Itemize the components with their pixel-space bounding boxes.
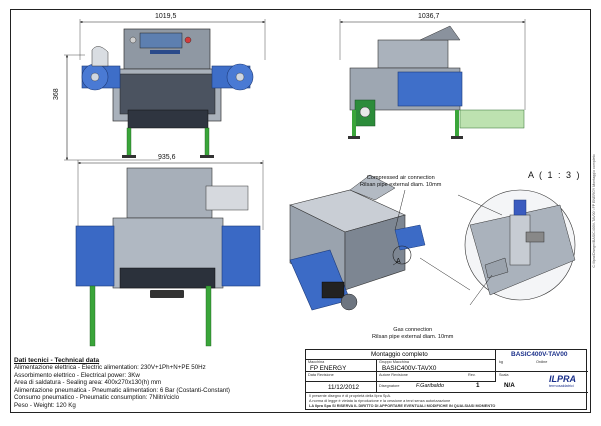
designer-value: F.Garibaldo bbox=[416, 383, 445, 389]
leg bbox=[204, 127, 210, 157]
detail-view-a bbox=[457, 189, 576, 306]
rev-value: 1 bbox=[476, 382, 480, 389]
machine-value: FP ENERGY bbox=[310, 365, 347, 372]
tech-line: Peso - Weight: 120 Kg bbox=[14, 401, 76, 409]
date-label: Data Revisione bbox=[308, 373, 334, 377]
dim-front-height: 368 bbox=[53, 88, 60, 100]
emergency-stop-icon bbox=[184, 36, 192, 44]
film-roll-side bbox=[397, 71, 463, 107]
top-view-upper bbox=[126, 167, 213, 219]
rev-label: Rev. bbox=[468, 373, 476, 377]
isometric-view bbox=[289, 174, 471, 311]
leader-compressed-air bbox=[394, 189, 406, 231]
leg bbox=[126, 127, 132, 157]
conveyor-extension bbox=[459, 109, 525, 129]
legal-line: LA Ilpra Spa SI RISERVA IL DIRITTO DI AP… bbox=[309, 404, 496, 408]
side-upper-body bbox=[377, 39, 449, 69]
drawing-frame bbox=[10, 9, 591, 413]
machine-label: Macchina bbox=[308, 360, 325, 364]
detail-label: A ( 1 : 3 ) bbox=[528, 170, 582, 180]
film-roll-top-left bbox=[75, 225, 115, 287]
note-compressed-air: Compressed air connection Rilsan pipe ex… bbox=[360, 175, 442, 188]
tech-line: Alimentazione pneumatica - Pneumatic ali… bbox=[14, 386, 230, 394]
tech-line: Consumo pneumatico - Pneumatic consumpti… bbox=[14, 394, 180, 402]
scale-value: N/A bbox=[504, 382, 515, 389]
film-roll-top-right bbox=[221, 225, 261, 287]
designer-label: Disegnatore bbox=[379, 384, 400, 388]
tech-line: Assorbimento elettrico - Electrical powe… bbox=[14, 371, 140, 379]
legal-line: Il presente disegno è di proprietà della… bbox=[309, 394, 392, 398]
dim-top-width: 935,6 bbox=[158, 154, 176, 161]
tech-data-title: Dati tecnici - Technical data bbox=[14, 357, 100, 364]
scale-label: Scala bbox=[499, 373, 509, 377]
front-view bbox=[64, 19, 266, 161]
group-value: BASIC400V-TAVX0 bbox=[382, 365, 437, 372]
group-label: Gruppo Macchina bbox=[379, 360, 409, 364]
mass-label: kg bbox=[499, 360, 504, 364]
dim-front-width: 1019,5 bbox=[155, 13, 177, 20]
sidebar-path-text: C:\Ilpra\Disegni\BASIC400V-TAV00 \ FP EN… bbox=[592, 154, 596, 268]
title-block: Montaggio completo BASIC400V-TAV00 Macch… bbox=[305, 349, 588, 410]
drawing-number: BASIC400V-TAV00 bbox=[511, 351, 568, 358]
revision-author-label: Autore Revisione bbox=[379, 373, 408, 377]
drawing-title: Montaggio completo bbox=[371, 351, 428, 358]
logo-text: ILPRA bbox=[549, 374, 576, 384]
view-marker: A bbox=[396, 258, 401, 265]
tech-line: Alimentazione elettrica - Electric alime… bbox=[14, 364, 206, 371]
side-view bbox=[339, 19, 526, 139]
legal-line: A norma di legge è vietata la riproduzio… bbox=[309, 399, 451, 403]
dim-side-width: 1036,7 bbox=[418, 13, 440, 20]
sidebar-path: C:\Ilpra\Disegni\BASIC400V-TAV00 \ FP EN… bbox=[590, 12, 598, 410]
top-view bbox=[75, 160, 264, 347]
note-gas: Gas connection Rilsan pipe external diam… bbox=[372, 327, 454, 340]
logo-subtext: termosaldatrici bbox=[549, 384, 574, 388]
tech-line: Area di saldatura - Sealing area: 400x27… bbox=[14, 379, 162, 387]
technical-data: Dati tecnici - Technical data Alimentazi… bbox=[14, 357, 230, 410]
order-label: Ordine bbox=[536, 360, 548, 364]
date-value: 11/12/2012 bbox=[328, 384, 360, 391]
control-display bbox=[139, 32, 183, 49]
